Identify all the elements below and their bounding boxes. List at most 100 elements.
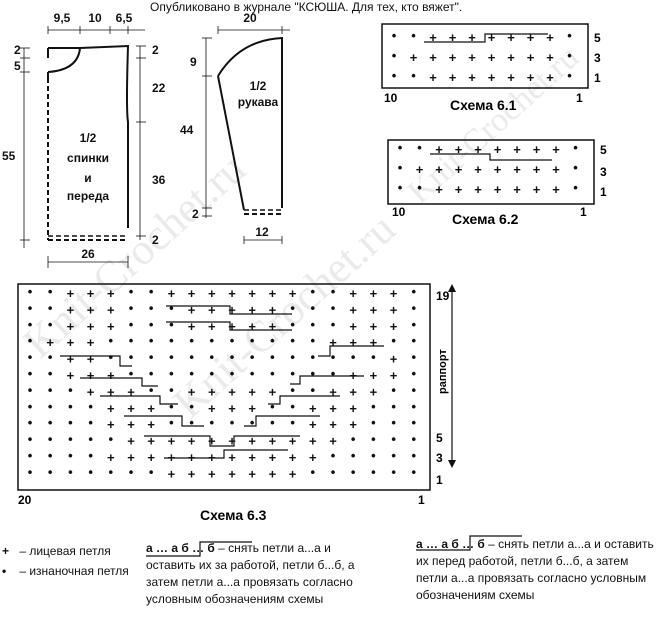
scheme-6-2-row-5: 5 xyxy=(600,143,607,157)
scheme-6-3-row-5: 5 xyxy=(436,431,443,445)
s63-purl: • xyxy=(169,415,174,430)
s63-knit: + xyxy=(390,302,398,317)
s61-knit: + xyxy=(546,30,554,45)
s63-purl: • xyxy=(169,399,174,414)
s63-purl: • xyxy=(230,366,235,381)
cable-cross-line xyxy=(268,395,340,405)
s63-knit: + xyxy=(309,450,317,465)
s61-knit: + xyxy=(488,30,496,45)
s63-purl: • xyxy=(28,317,33,332)
s63-purl: • xyxy=(28,366,33,381)
s62-purl: • xyxy=(398,160,403,175)
sleeve-pattern xyxy=(202,26,290,244)
s63-purl: • xyxy=(68,464,73,479)
cross-front-text: – снять петли а...а и оставить их перед … xyxy=(416,537,654,602)
s62-knit: + xyxy=(435,142,443,157)
s61-knit: + xyxy=(449,50,457,65)
s63-purl: • xyxy=(169,333,174,348)
dim-9-5: 9,5 xyxy=(54,11,71,25)
s63-knit: + xyxy=(107,368,115,383)
s63-purl: • xyxy=(189,366,194,381)
s63-purl: • xyxy=(129,333,134,348)
scheme-6-2: ••+++++++••++++++++•••+++++++• 5 3 1 10 … xyxy=(387,139,607,227)
s63-knit: + xyxy=(188,286,196,301)
s63-purl: • xyxy=(331,366,336,381)
s63-purl: • xyxy=(149,333,154,348)
scheme-6-3-title: Схема 6.3 xyxy=(200,507,267,523)
s63-knit: + xyxy=(370,286,378,301)
s63-purl: • xyxy=(391,432,396,447)
s63-purl: • xyxy=(88,464,93,479)
scheme-6-2-row-3: 3 xyxy=(600,165,607,179)
s63-purl: • xyxy=(412,350,417,365)
s63-knit: + xyxy=(248,401,256,416)
cable-cross-line xyxy=(166,321,292,331)
s63-purl: • xyxy=(210,415,215,430)
s61-purl: • xyxy=(567,28,572,43)
s63-purl: • xyxy=(311,317,316,332)
s61-purl: • xyxy=(392,48,397,63)
s63-knit: + xyxy=(67,368,75,383)
s61-purl: • xyxy=(392,68,397,83)
back-label-4: переда xyxy=(67,189,110,203)
s63-knit: + xyxy=(107,319,115,334)
s63-knit: + xyxy=(228,319,236,334)
s63-knit: + xyxy=(370,335,378,350)
s62-purl: • xyxy=(417,140,422,155)
s63-purl: • xyxy=(48,366,53,381)
s63-purl: • xyxy=(391,382,396,397)
s62-knit: + xyxy=(552,142,560,157)
s63-purl: • xyxy=(270,333,275,348)
s63-purl: • xyxy=(68,399,73,414)
s63-purl: • xyxy=(290,382,295,397)
s63-knit: + xyxy=(127,417,135,432)
s62-knit: + xyxy=(455,182,463,197)
dim-26: 26 xyxy=(81,247,95,261)
cross-front-key: а … а б … б xyxy=(416,537,485,551)
s63-purl: • xyxy=(331,300,336,315)
s63-purl: • xyxy=(68,382,73,397)
s63-purl: • xyxy=(331,317,336,332)
dim-10: 10 xyxy=(88,11,102,25)
s62-knit: + xyxy=(533,142,541,157)
s63-purl: • xyxy=(129,300,134,315)
s63-knit: + xyxy=(208,302,216,317)
s63-purl: • xyxy=(412,317,417,332)
s63-purl: • xyxy=(250,350,255,365)
s63-knit: + xyxy=(309,401,317,416)
s62-knit: + xyxy=(494,162,502,177)
s62-purl: • xyxy=(417,180,422,195)
s63-knit: + xyxy=(67,352,75,367)
s63-knit: + xyxy=(370,319,378,334)
s61-knit: + xyxy=(488,50,496,65)
s63-purl: • xyxy=(270,350,275,365)
cable-cross-line xyxy=(124,415,204,427)
scheme-6-1-left-num: 10 xyxy=(384,91,398,105)
s63-knit: + xyxy=(269,286,277,301)
svg-text:Knit-Crochet.ru: Knit-Crochet.ru xyxy=(164,204,405,428)
scheme-6-2-left-num: 10 xyxy=(392,205,406,219)
s63-knit: + xyxy=(188,434,196,449)
sleeve-label-1: 1/2 xyxy=(250,79,267,93)
scheme-6-3-row-3: 3 xyxy=(436,451,443,465)
s63-purl: • xyxy=(311,333,316,348)
s63-knit: + xyxy=(329,434,337,449)
s61-knit: + xyxy=(527,50,535,65)
s63-knit: + xyxy=(208,401,216,416)
s63-knit: + xyxy=(370,302,378,317)
s63-purl: • xyxy=(290,333,295,348)
s63-purl: • xyxy=(189,333,194,348)
s63-knit: + xyxy=(329,335,337,350)
s61-knit: + xyxy=(527,70,535,85)
s63-purl: • xyxy=(270,399,275,414)
s63-knit: + xyxy=(349,384,357,399)
s63-knit: + xyxy=(67,302,75,317)
s63-purl: • xyxy=(88,415,93,430)
s63-purl: • xyxy=(169,366,174,381)
s61-purl: • xyxy=(392,28,397,43)
s63-knit: + xyxy=(168,466,176,481)
s63-knit: + xyxy=(67,319,75,334)
scheme-6-1: ••+++++++••++++++++•••+++++++• 5 3 1 10 … xyxy=(381,23,601,113)
legend-purl: • – изнаночная петля xyxy=(2,564,129,579)
publication-note: Опубликовано в журнале "КСЮША. Для тех, … xyxy=(150,0,463,14)
